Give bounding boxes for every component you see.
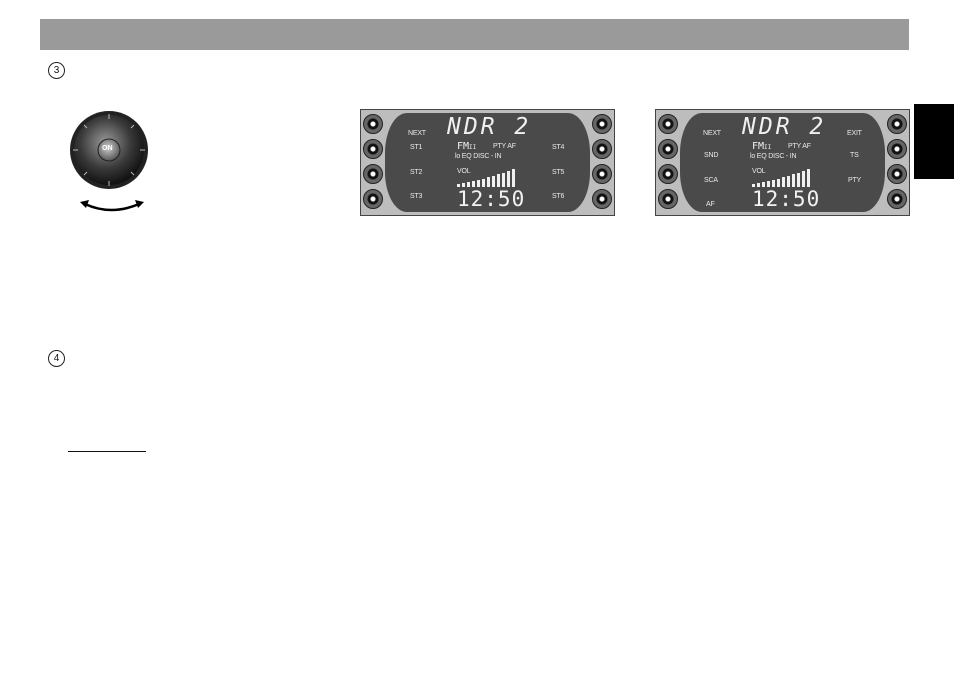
radio-display-right: NEXT SND SCA AF EXIT TS PTY NDR 2 FMII P… [655, 109, 910, 216]
softkey-label: EXIT [847, 130, 862, 137]
radio-display-left: NEXT ST1 ST2 ST3 ST4 ST5 ST6 NDR 2 FMII … [360, 109, 615, 216]
softkey-label: ST1 [410, 144, 423, 151]
softkey-right-1[interactable] [592, 114, 612, 134]
band-indicator: FMII [457, 141, 477, 152]
softkey-label: PTY [848, 177, 862, 184]
softkey-right-2[interactable] [887, 139, 907, 159]
softkey-left-2[interactable] [363, 139, 383, 159]
softkey-left-4[interactable] [363, 189, 383, 209]
rotate-arrow-icon [84, 202, 140, 212]
knob-label: ON [102, 145, 113, 152]
pty-af-indicator: PTY AF [788, 143, 811, 150]
softkey-label: NEXT [408, 130, 426, 137]
underline-rule [68, 451, 146, 452]
volume-label: VOL [457, 168, 471, 175]
softkey-right-4[interactable] [887, 189, 907, 209]
softkey-left-3[interactable] [658, 164, 678, 184]
softkey-right-2[interactable] [592, 139, 612, 159]
softkey-right-1[interactable] [887, 114, 907, 134]
status-line: lo EQ DISC - IN [455, 153, 502, 160]
softkey-label: NEXT [703, 130, 721, 137]
power-button-icon [97, 138, 121, 162]
header-bar [40, 19, 909, 50]
section-tab [914, 104, 954, 179]
lcd-screen: NEXT SND SCA AF EXIT TS PTY NDR 2 FMII P… [680, 113, 885, 212]
clock: 12:50 [752, 187, 821, 211]
softkey-label: SCA [704, 177, 718, 184]
volume-label: VOL [752, 168, 766, 175]
band-indicator: FMII [752, 141, 772, 152]
softkey-right-3[interactable] [592, 164, 612, 184]
softkey-label: AF [706, 201, 715, 208]
softkey-left-1[interactable] [363, 114, 383, 134]
volume-bar-graph [457, 169, 515, 187]
softkey-left-1[interactable] [658, 114, 678, 134]
status-line: lo EQ DISC - IN [750, 153, 797, 160]
station-name: NDR 2 [447, 114, 532, 140]
station-name: NDR 2 [742, 114, 827, 140]
softkey-label: ST3 [410, 193, 423, 200]
step-marker-4: 4 [48, 350, 65, 367]
softkey-left-2[interactable] [658, 139, 678, 159]
softkey-label: ST6 [552, 193, 565, 200]
softkey-right-4[interactable] [592, 189, 612, 209]
softkey-label: ST5 [552, 169, 565, 176]
softkey-label: ST2 [410, 169, 423, 176]
softkey-label: ST4 [552, 144, 565, 151]
softkey-left-3[interactable] [363, 164, 383, 184]
clock: 12:50 [457, 187, 526, 211]
pty-af-indicator: PTY AF [493, 143, 516, 150]
rotary-knob-illustration: ON [65, 108, 161, 214]
step-marker-3: 3 [48, 62, 65, 79]
softkey-left-4[interactable] [658, 189, 678, 209]
softkey-right-3[interactable] [887, 164, 907, 184]
volume-bar-graph [752, 169, 810, 187]
lcd-screen: NEXT ST1 ST2 ST3 ST4 ST5 ST6 NDR 2 FMII … [385, 113, 590, 212]
softkey-label: TS [850, 152, 859, 159]
softkey-label: SND [704, 152, 719, 159]
